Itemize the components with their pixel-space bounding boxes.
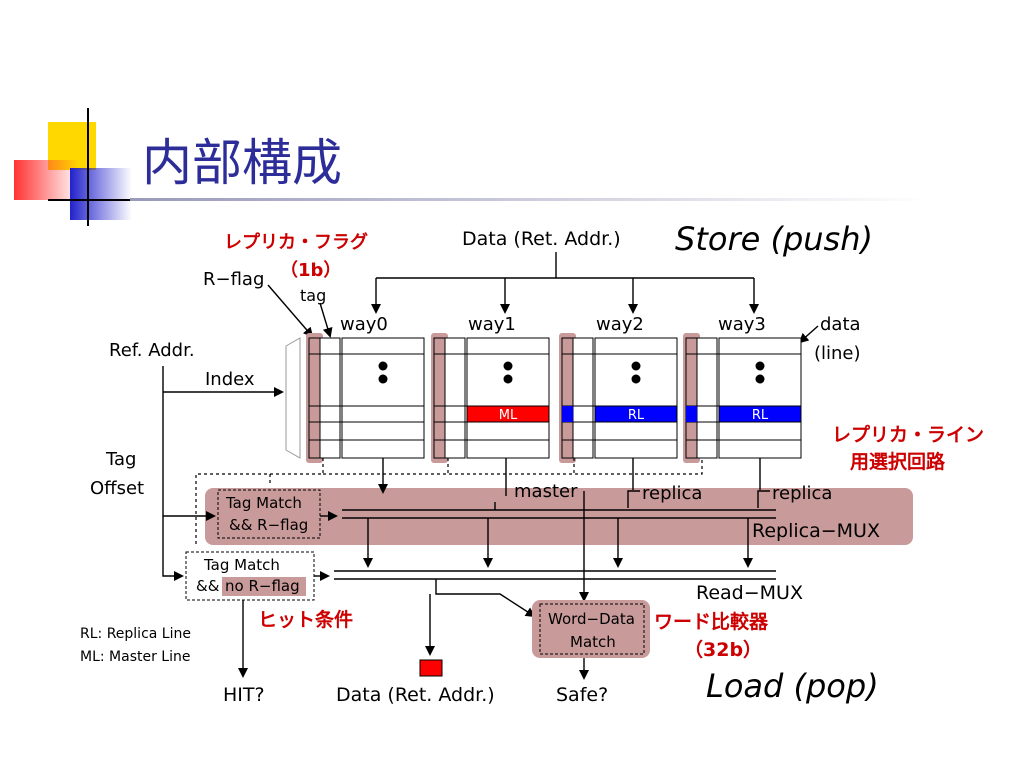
legend-ml: ML: Master Line <box>80 649 190 665</box>
data-line-label: data <box>820 314 861 335</box>
replica-line-select-label: レプリカ・ライン <box>832 423 984 446</box>
line-type-label: RL <box>628 408 645 423</box>
rows-continue-icon <box>755 361 765 371</box>
tag-column <box>696 337 718 459</box>
replica-mux-label: Replica−MUX <box>752 520 880 542</box>
replica-mux-wires <box>163 458 776 568</box>
replica-flag-highlight <box>306 333 323 463</box>
line-highlight <box>718 405 802 423</box>
data-in-bus <box>371 252 759 314</box>
data-array <box>466 337 550 459</box>
replica-flag-label: レプリカ・フラグ <box>224 231 368 253</box>
rows-continue-icon <box>503 374 513 384</box>
tag-match-rflag-label: Tag Match <box>225 494 302 512</box>
legend-rl: RL: Replica Line <box>80 626 191 642</box>
tag-match-norflag-label: Tag Match <box>203 556 280 574</box>
data-line-pointer <box>798 325 819 344</box>
word-data-match-label: Word−Data <box>548 610 635 628</box>
rows-continue-icon <box>631 361 641 371</box>
word-data-match-box <box>539 603 645 655</box>
index-label: Index <box>205 369 255 390</box>
rows-continue-icon <box>378 374 388 384</box>
way-label: way0 <box>340 314 388 335</box>
data-line-label-2: (line) <box>814 343 861 364</box>
data-array <box>594 337 678 459</box>
load-label: Load (pop) <box>706 667 879 705</box>
line-highlight <box>594 405 678 423</box>
safe-output-label: Safe? <box>556 684 608 706</box>
tag-column <box>444 337 466 459</box>
data-array <box>718 337 802 459</box>
read-mux-label: Read−MUX <box>696 582 803 604</box>
page-title: 内部構成 <box>142 134 342 192</box>
tag-offset-label-2: Offset <box>90 478 144 499</box>
way-label: way3 <box>718 314 766 335</box>
tag-match-norflag-label-2a: && <box>196 577 220 595</box>
tag-label: tag <box>300 286 326 305</box>
tag-match-norflag-label-2b: no R−flag <box>225 577 300 595</box>
cache-ways: ML RL RL <box>306 333 802 463</box>
replica-label: replica <box>772 483 832 504</box>
replica-flag-highlight <box>683 333 700 463</box>
tag-pointer <box>319 302 333 338</box>
rows-continue-icon <box>755 374 765 384</box>
replica-label: replica <box>642 483 702 504</box>
hit-condition-label: ヒット条件 <box>258 608 353 631</box>
tag-offset-label: Tag <box>105 449 136 470</box>
r-flag-label: R−flag <box>203 269 264 290</box>
word-compare-label: ワード比較器 <box>654 610 769 633</box>
word-data-match-label-2: Match <box>570 633 616 651</box>
rows-continue-icon <box>503 361 513 371</box>
data-out-label: Data (Ret. Addr.) <box>336 684 495 706</box>
output-square-icon <box>419 659 443 677</box>
flag-set-mark <box>686 406 697 422</box>
replica-line-select-label-2: 用選択回路 <box>850 450 946 473</box>
hit-output-label: HIT? <box>223 684 265 706</box>
way-label: way1 <box>468 314 516 335</box>
tag-column <box>572 337 594 459</box>
read-mux-wires <box>162 366 776 680</box>
replica-mux-region <box>205 488 913 545</box>
rows-continue-icon <box>631 374 641 384</box>
data-in-label: Data (Ret. Addr.) <box>462 228 621 250</box>
r-flag-pointer <box>267 284 314 338</box>
master-label: master <box>514 481 578 502</box>
decoder-icon <box>285 337 301 459</box>
no-rflag-highlight <box>222 577 306 596</box>
line-highlight <box>466 405 550 423</box>
way-label: way2 <box>596 314 644 335</box>
line-type-label: ML <box>499 408 518 423</box>
word-data-match-region <box>532 600 650 658</box>
ref-addr-label: Ref. Addr. <box>109 340 195 361</box>
word-bits-label: （32b） <box>684 638 762 661</box>
line-type-label: RL <box>752 408 769 423</box>
flag-tag-paths <box>195 458 703 545</box>
tag-column <box>319 337 341 459</box>
replica-flag-highlight <box>431 333 448 463</box>
data-array <box>341 337 425 459</box>
store-label: Store (push) <box>675 220 873 258</box>
flag-set-mark <box>562 406 573 422</box>
replica-flag-bits-label: （1b） <box>280 260 341 281</box>
title-decoration <box>14 108 930 226</box>
tag-match-rflag-label-2: && R−flag <box>229 516 308 534</box>
tag-match-rflag-box <box>217 489 321 539</box>
replica-flag-highlight <box>559 333 576 463</box>
rows-continue-icon <box>378 361 388 371</box>
